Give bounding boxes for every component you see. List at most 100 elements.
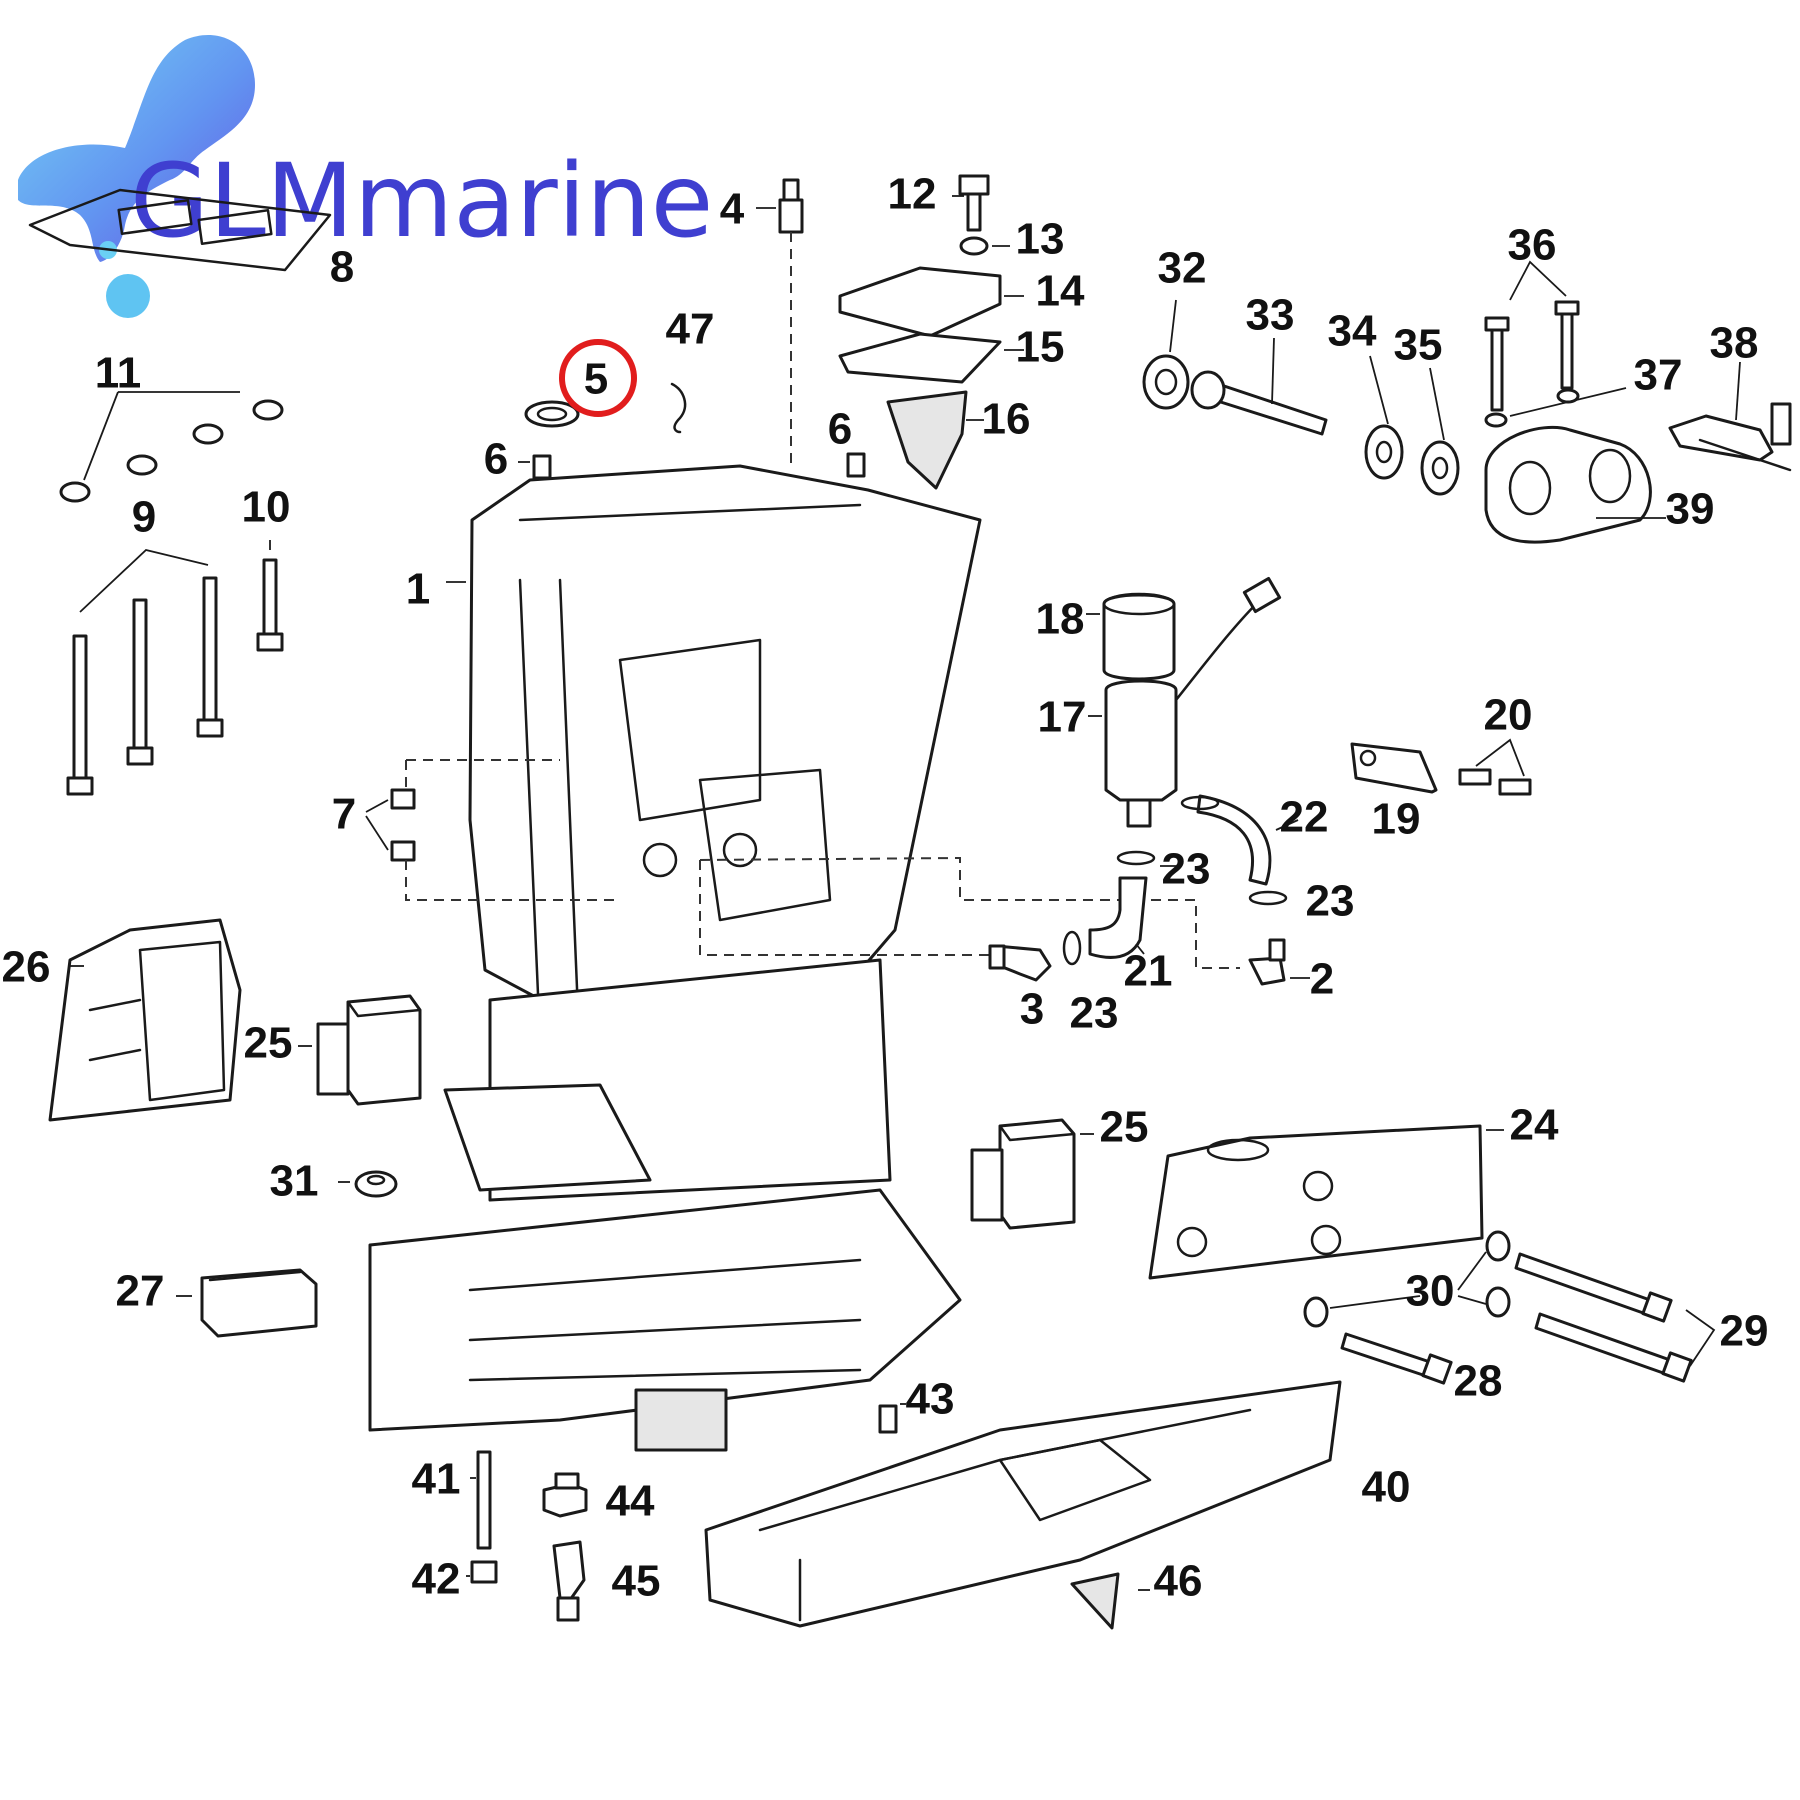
part-11-washers bbox=[59, 391, 284, 503]
callout-c25a: 25 bbox=[244, 1019, 293, 1068]
part-30-washers bbox=[1303, 1230, 1511, 1328]
part-18-cap bbox=[1086, 592, 1176, 681]
callout-c25b: 25 bbox=[1100, 1103, 1149, 1152]
callout-c23a: 23 bbox=[1162, 845, 1211, 894]
part-21-hose bbox=[1088, 876, 1148, 959]
callout-c13: 13 bbox=[1016, 215, 1065, 264]
callout-c42: 42 bbox=[412, 1555, 461, 1604]
part-26-mount bbox=[48, 918, 242, 1122]
part-12-bolt bbox=[952, 174, 990, 232]
callout-c31: 31 bbox=[270, 1157, 319, 1206]
callout-c29: 29 bbox=[1720, 1307, 1769, 1356]
callout-c28: 28 bbox=[1454, 1357, 1503, 1406]
part-46-wedge bbox=[1070, 1572, 1150, 1630]
callout-c11: 11 bbox=[95, 349, 142, 398]
callout-c8: 8 bbox=[330, 243, 354, 292]
part-6-dowel-right bbox=[846, 452, 866, 478]
callout-c20: 20 bbox=[1484, 691, 1533, 740]
part-43-dowel bbox=[878, 1403, 906, 1434]
callout-c7: 7 bbox=[332, 790, 356, 839]
callout-c32: 32 bbox=[1158, 244, 1207, 293]
dashed-connection-lines bbox=[699, 856, 1240, 969]
callout-c18: 18 bbox=[1036, 595, 1085, 644]
callout-c23b: 23 bbox=[1306, 877, 1355, 926]
callout-c45: 45 bbox=[612, 1557, 661, 1606]
part-35-washer bbox=[1420, 367, 1460, 496]
part-19-bracket bbox=[1350, 742, 1438, 794]
part-47-clip bbox=[670, 382, 687, 434]
part-39-mount bbox=[1484, 425, 1666, 544]
callout-c40: 40 bbox=[1362, 1463, 1411, 1512]
logo-droplet bbox=[106, 274, 150, 318]
callout-c37: 37 bbox=[1634, 351, 1683, 400]
callout-c12: 12 bbox=[888, 170, 937, 219]
callout-c5: 5 bbox=[584, 355, 608, 404]
callout-c47: 47 bbox=[666, 305, 715, 354]
part-2-elbow bbox=[1248, 938, 1310, 986]
part-6-dowel-left bbox=[518, 454, 552, 480]
callout-c15: 15 bbox=[1016, 323, 1065, 372]
callout-c30: 30 bbox=[1406, 1267, 1455, 1316]
callout-c4: 4 bbox=[720, 185, 745, 234]
part-44-grommet bbox=[542, 1472, 588, 1518]
part-13-washer bbox=[959, 236, 1010, 256]
part-37-washers bbox=[1484, 387, 1627, 428]
part-22-hose bbox=[1196, 794, 1299, 886]
part-4-sensor bbox=[756, 178, 804, 470]
callout-c43: 43 bbox=[906, 1375, 955, 1424]
part-24-mount-cover bbox=[1148, 1124, 1504, 1280]
part-5-seal bbox=[524, 400, 580, 428]
glmmarine-logo: GLMmarine bbox=[18, 35, 713, 318]
callout-c16: 16 bbox=[982, 395, 1031, 444]
part-28-bolt bbox=[1340, 1332, 1453, 1385]
callout-c21: 21 bbox=[1124, 947, 1173, 996]
callout-c17: 17 bbox=[1038, 693, 1087, 742]
part-14-plate bbox=[838, 266, 1024, 338]
part-23-clamps bbox=[1062, 795, 1288, 966]
callout-c3: 3 bbox=[1020, 985, 1044, 1034]
callout-c26: 26 bbox=[2, 943, 51, 992]
highlight-circle-part-5 bbox=[559, 339, 637, 417]
callout-c6b: 6 bbox=[828, 405, 852, 454]
part-25-block-left bbox=[298, 994, 422, 1106]
part-33-bolt bbox=[1190, 337, 1328, 436]
logo-splash-shape bbox=[18, 35, 255, 263]
callout-c22: 22 bbox=[1280, 793, 1329, 842]
part-42-nut bbox=[466, 1560, 498, 1584]
callout-c1: 1 bbox=[406, 565, 430, 614]
part-41-stud bbox=[470, 1450, 492, 1550]
part-25-block-right bbox=[970, 1118, 1094, 1230]
callout-c6a: 6 bbox=[484, 435, 508, 484]
callout-c46: 46 bbox=[1154, 1557, 1203, 1606]
callout-c27: 27 bbox=[116, 1267, 165, 1316]
callout-c41: 41 bbox=[412, 1455, 461, 1504]
callout-c39: 39 bbox=[1666, 485, 1715, 534]
callout-c2: 2 bbox=[1310, 955, 1334, 1004]
part-16-grommet bbox=[886, 390, 984, 490]
part-7-plugs bbox=[365, 759, 620, 901]
callout-c44: 44 bbox=[606, 1477, 655, 1526]
part-1-lower-section bbox=[368, 958, 962, 1452]
part-31-bushing bbox=[338, 1170, 398, 1198]
callout-c35: 35 bbox=[1394, 321, 1443, 370]
part-38-bracket bbox=[1668, 361, 1792, 472]
part-29-bolts bbox=[1514, 1252, 1716, 1383]
part-17-sensor-body bbox=[1088, 576, 1282, 828]
part-10-bolt bbox=[256, 540, 284, 652]
part-27-anode bbox=[176, 1268, 318, 1338]
callout-c19: 19 bbox=[1372, 795, 1421, 844]
part-34-washer bbox=[1364, 355, 1404, 480]
part-3-elbow bbox=[988, 944, 1052, 982]
part-1-housing bbox=[446, 464, 982, 1062]
part-20-bolts bbox=[1458, 738, 1532, 796]
callout-c36: 36 bbox=[1508, 221, 1557, 270]
callout-c34: 34 bbox=[1328, 307, 1377, 356]
part-45-grommet bbox=[552, 1540, 586, 1622]
callout-c33: 33 bbox=[1246, 291, 1295, 340]
part-9-bolts bbox=[66, 549, 224, 796]
callout-c14: 14 bbox=[1036, 267, 1085, 316]
part-40-plate bbox=[704, 1380, 1342, 1628]
part-36-bolts bbox=[1484, 260, 1580, 412]
